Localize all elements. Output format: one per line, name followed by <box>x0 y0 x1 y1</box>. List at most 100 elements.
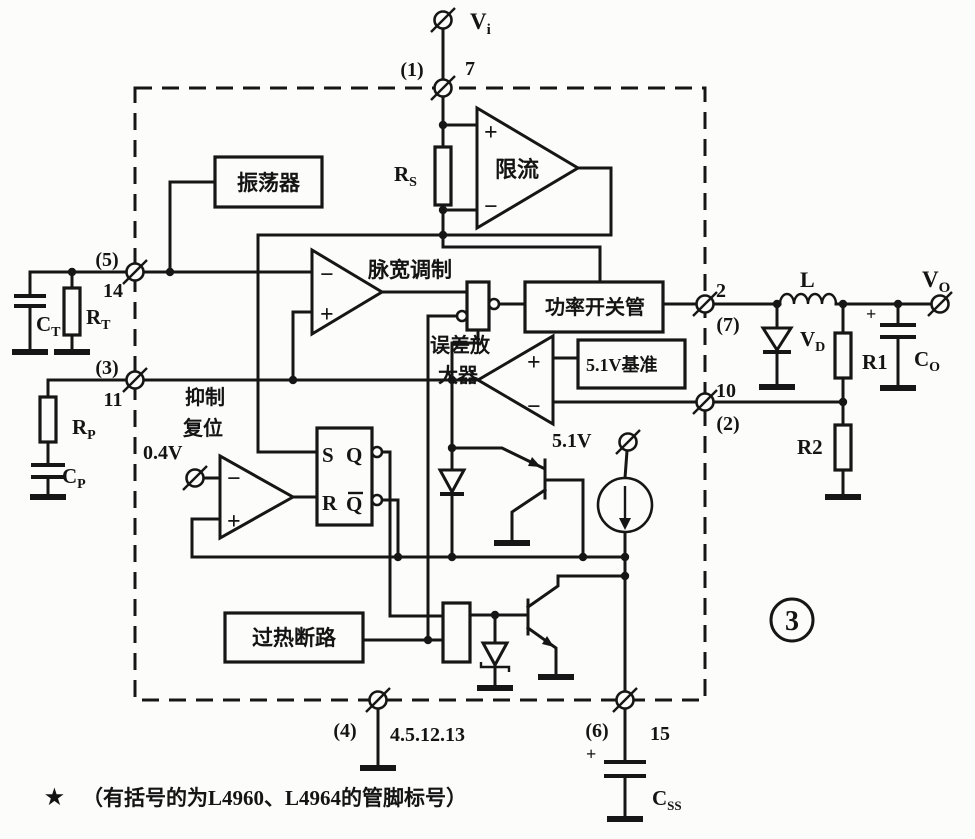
inh-minus: − <box>227 466 241 492</box>
wire-t2-collector <box>525 574 627 610</box>
pin10-num: 10 <box>716 380 736 402</box>
thermal-label: 过热断路 <box>252 626 337 650</box>
wire-t1-emitter <box>450 446 546 471</box>
zener-bar <box>479 662 511 672</box>
terminal-pin6 <box>612 687 638 713</box>
driver-block <box>465 280 491 332</box>
resistor-r2 <box>833 423 853 472</box>
resistor-rs <box>433 145 453 207</box>
figure-number-circle <box>769 597 815 643</box>
pin5-paren: (5) <box>95 249 118 271</box>
inhibit-label-2: 复位 <box>182 416 223 440</box>
inhibit-comparator <box>218 453 297 541</box>
oscillator-box <box>213 155 324 209</box>
label-rs: RS <box>394 162 417 190</box>
ea-plus: + <box>527 350 541 376</box>
reference-box <box>576 338 687 390</box>
driver-bubble-out <box>487 297 501 311</box>
grounds <box>12 349 916 822</box>
pin3-num: 11 <box>104 389 123 411</box>
driver-bubble-inhibit <box>455 309 469 323</box>
terminal-pin2 <box>692 291 718 317</box>
current-source-arrow <box>619 518 631 530</box>
resistor-rp <box>38 395 58 444</box>
component-bodies <box>12 105 916 822</box>
terminal-pin4 <box>365 687 391 713</box>
label-51v: 5.1V <box>552 430 592 452</box>
thermal-box <box>223 611 365 664</box>
driver2-block <box>441 601 472 664</box>
pin1-paren: (1) <box>400 59 423 81</box>
ea-minus: − <box>527 394 541 420</box>
terminal-vo <box>927 291 953 317</box>
t2-arrow <box>542 636 554 647</box>
pwm-comparator <box>310 247 385 337</box>
footnote-text: （有括号的为L4960、L4964的管脚标号） <box>82 786 467 810</box>
oscillator-label: 振荡器 <box>237 171 301 195</box>
label-rt: RT <box>86 305 111 333</box>
pin3-paren: (3) <box>95 357 118 379</box>
pin4-paren: (4) <box>333 720 356 742</box>
t1-arrow <box>528 457 541 467</box>
power-switch-box <box>523 280 665 334</box>
terminal-pin5 <box>122 259 148 285</box>
labels: Vi VO RS CT RT RP CP VD CO CSS L R1 R2 5… <box>36 9 950 813</box>
co-plus-sign: + <box>866 304 876 324</box>
current-limit-label: 限流 <box>495 157 539 182</box>
label-l: L <box>800 267 815 292</box>
inhibit-label-1: 抑制 <box>185 385 225 409</box>
inh-plus: + <box>227 509 241 535</box>
wire-cl-out <box>256 166 613 454</box>
label-vi: Vi <box>470 9 491 38</box>
cl-plus: + <box>484 120 498 146</box>
resistor-r1 <box>833 331 853 380</box>
terminals <box>122 7 953 713</box>
diode-internal <box>437 468 467 496</box>
wire-t2-emitter <box>525 625 558 676</box>
label-r1: R1 <box>862 350 888 374</box>
label-co: CO <box>914 347 940 375</box>
terminal-vi <box>430 7 456 33</box>
wire-51v <box>623 449 629 480</box>
label-rp: RP <box>72 415 96 443</box>
pwm-label: 脉宽调制 <box>367 258 452 282</box>
current-limit-comparator <box>475 105 581 231</box>
wire-to-switch <box>441 245 602 284</box>
label-r2: R2 <box>797 435 823 459</box>
diode-vd <box>760 326 794 353</box>
pwm-minus: − <box>320 262 334 288</box>
terminal-pin3 <box>122 367 148 393</box>
capacitor-ct <box>14 294 46 308</box>
wire-pwm-plus <box>291 310 314 382</box>
label-ct: CT <box>36 312 61 340</box>
error-amplifier <box>475 333 555 427</box>
pin4-num: 4.5.12.13 <box>390 724 465 746</box>
reference-label: 5.1V基准 <box>586 354 658 375</box>
label-cp: CP <box>62 464 86 492</box>
power-switch-label: 功率开关管 <box>545 295 645 319</box>
pin1-num: 7 <box>465 58 475 80</box>
pin5-num: 14 <box>103 280 123 302</box>
junction-dots <box>67 120 903 645</box>
capacitor-css <box>604 760 646 778</box>
ff-q: Q <box>346 443 362 467</box>
wire-t1-tap <box>543 478 585 559</box>
sr-flipflop-box <box>315 426 374 527</box>
error-amp-label-1: 误差放 <box>430 333 491 357</box>
pwm-plus: + <box>320 302 334 328</box>
ff-s: S <box>322 443 334 467</box>
capacitor-cp <box>31 463 65 479</box>
label-vo: VO <box>922 267 950 296</box>
ff-qbar-bubble <box>370 493 384 507</box>
pin10-paren: (2) <box>716 413 739 435</box>
label-css: CSS <box>652 786 682 813</box>
ff-qbar: Q <box>346 492 362 516</box>
wire-driver-inhibit <box>426 314 459 642</box>
wire-t1-collector <box>510 487 548 543</box>
wire-qbar <box>380 498 400 559</box>
cl-minus: − <box>484 194 498 220</box>
footnote-star: ★ <box>45 785 64 809</box>
terminal-04v <box>182 465 208 491</box>
